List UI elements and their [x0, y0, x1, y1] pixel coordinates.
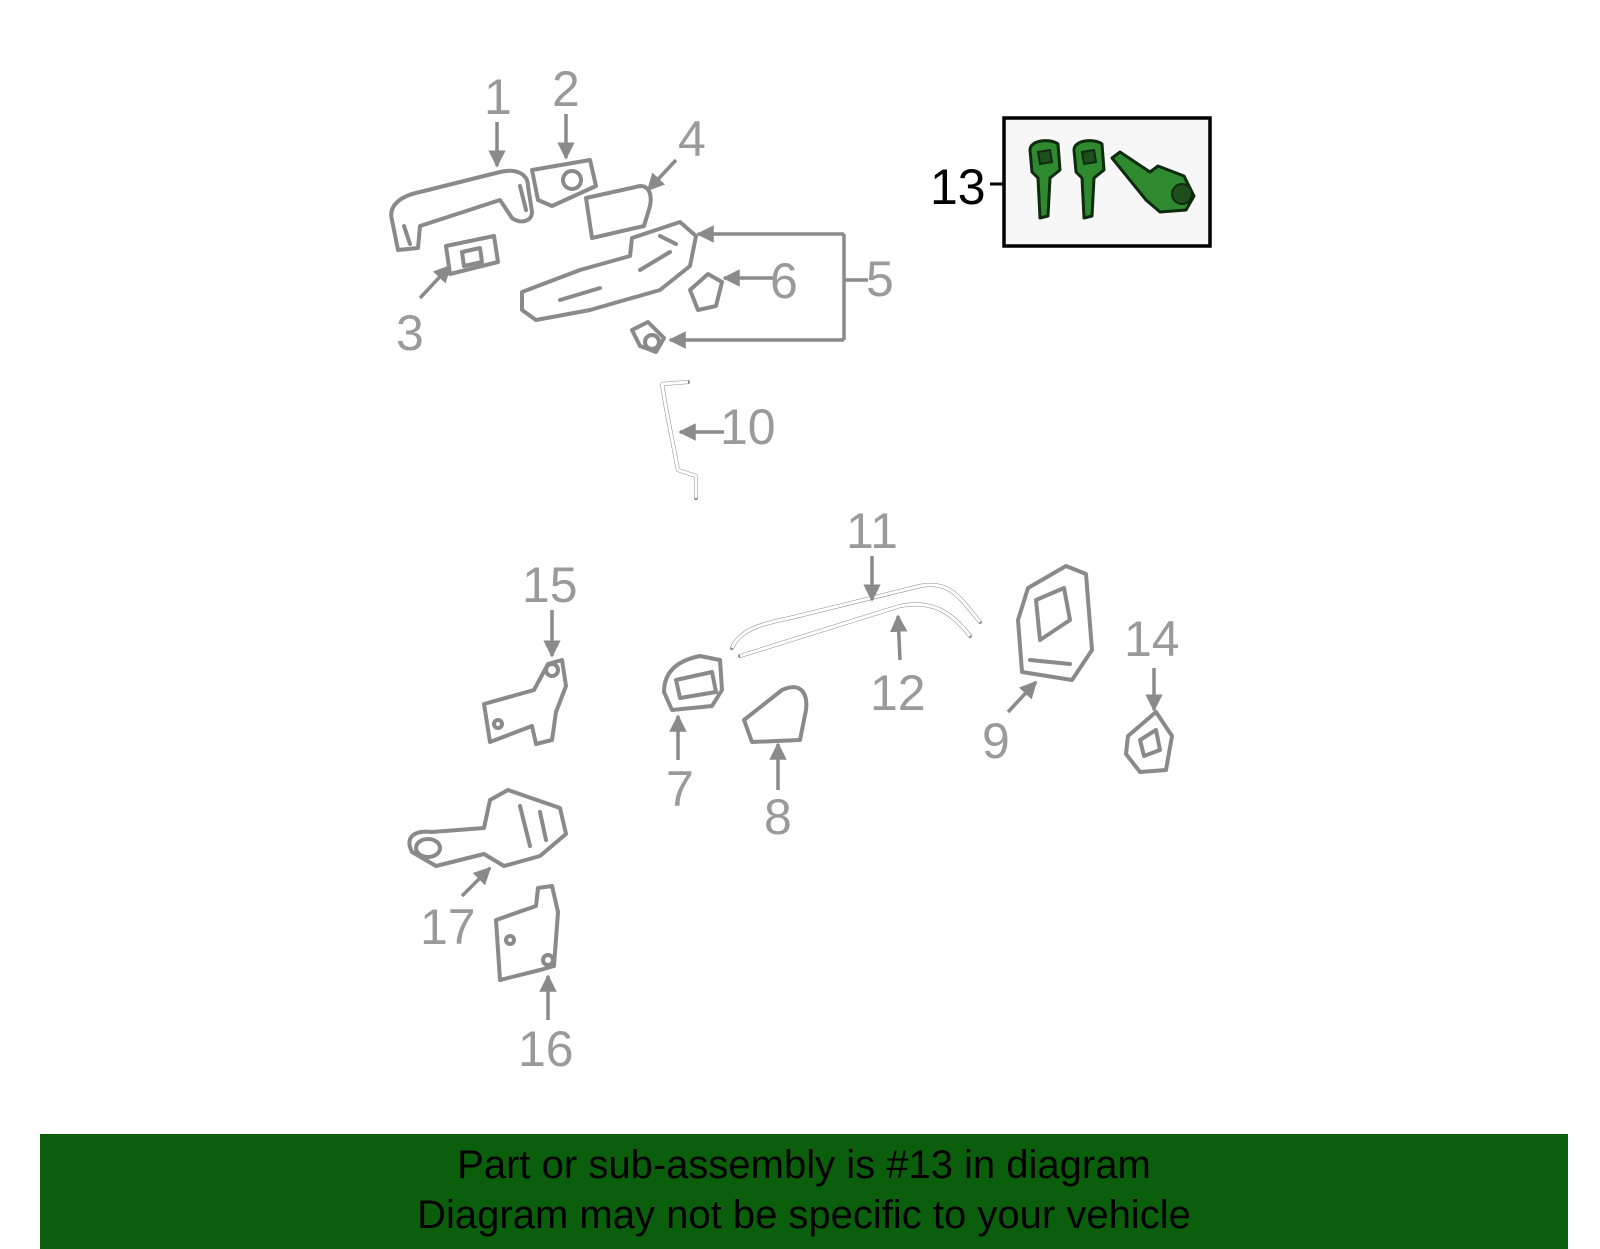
part-15-hinge[interactable]	[482, 658, 568, 746]
callout-4: 4	[678, 111, 706, 167]
part-1-outside-handle[interactable]	[389, 168, 534, 252]
callout-7: 7	[666, 761, 694, 817]
callout-15: 15	[522, 557, 578, 613]
callout-13: 13	[930, 159, 986, 215]
leader-lines	[418, 114, 1163, 1020]
callout-3: 3	[396, 305, 424, 361]
part-3-pad[interactable]	[444, 234, 500, 276]
part-13-key-and-cylinder[interactable]	[990, 116, 1212, 248]
callout-9: 9	[982, 713, 1010, 769]
callout-12: 12	[870, 665, 926, 721]
part-6-clip[interactable]	[688, 272, 724, 312]
banner-line-1: Part or sub-assembly is #13 in diagram	[457, 1143, 1151, 1187]
banner-line-2: Diagram may not be specific to your vehi…	[417, 1193, 1191, 1237]
callout-11: 11	[846, 503, 898, 559]
lock-cylinder-icon	[1110, 150, 1196, 214]
key-1-icon	[1028, 139, 1062, 220]
callout-5: 5	[866, 251, 894, 307]
key-2-icon	[1072, 139, 1106, 220]
part-2-handle-cap[interactable]	[530, 158, 598, 208]
callout-1: 1	[484, 69, 512, 125]
callout-10: 10	[720, 399, 776, 455]
callout-6: 6	[770, 253, 798, 309]
screw[interactable]	[630, 320, 666, 354]
callout-17: 17	[420, 899, 476, 955]
part-8-bezel[interactable]	[742, 685, 809, 744]
part-10-rod[interactable]	[660, 380, 698, 500]
info-banner: Part or sub-assembly is #13 in diagram D…	[40, 1134, 1568, 1249]
part-11-12-cables[interactable]	[730, 582, 982, 658]
callout-2: 2	[552, 61, 580, 117]
part-14-striker[interactable]	[1124, 710, 1174, 774]
callout-16: 16	[518, 1021, 574, 1077]
callout-8: 8	[764, 789, 792, 845]
part-16-hinge[interactable]	[494, 884, 560, 982]
part-17-door-check[interactable]	[407, 788, 568, 868]
part-4-gasket[interactable]	[584, 184, 653, 240]
part-7-inside-handle[interactable]	[662, 654, 724, 712]
callout-labels: 1 2 3 4 5 6 7 8 9 10 11 12 13 14 15 16 1…	[396, 61, 1180, 1077]
parts-diagram: 1 2 3 4 5 6 7 8 9 10 11 12 13 14 15 16 1…	[389, 61, 1212, 1077]
callout-14: 14	[1124, 611, 1180, 667]
part-5-handle-frame[interactable]	[520, 220, 698, 322]
part-9-latch[interactable]	[1016, 564, 1094, 682]
